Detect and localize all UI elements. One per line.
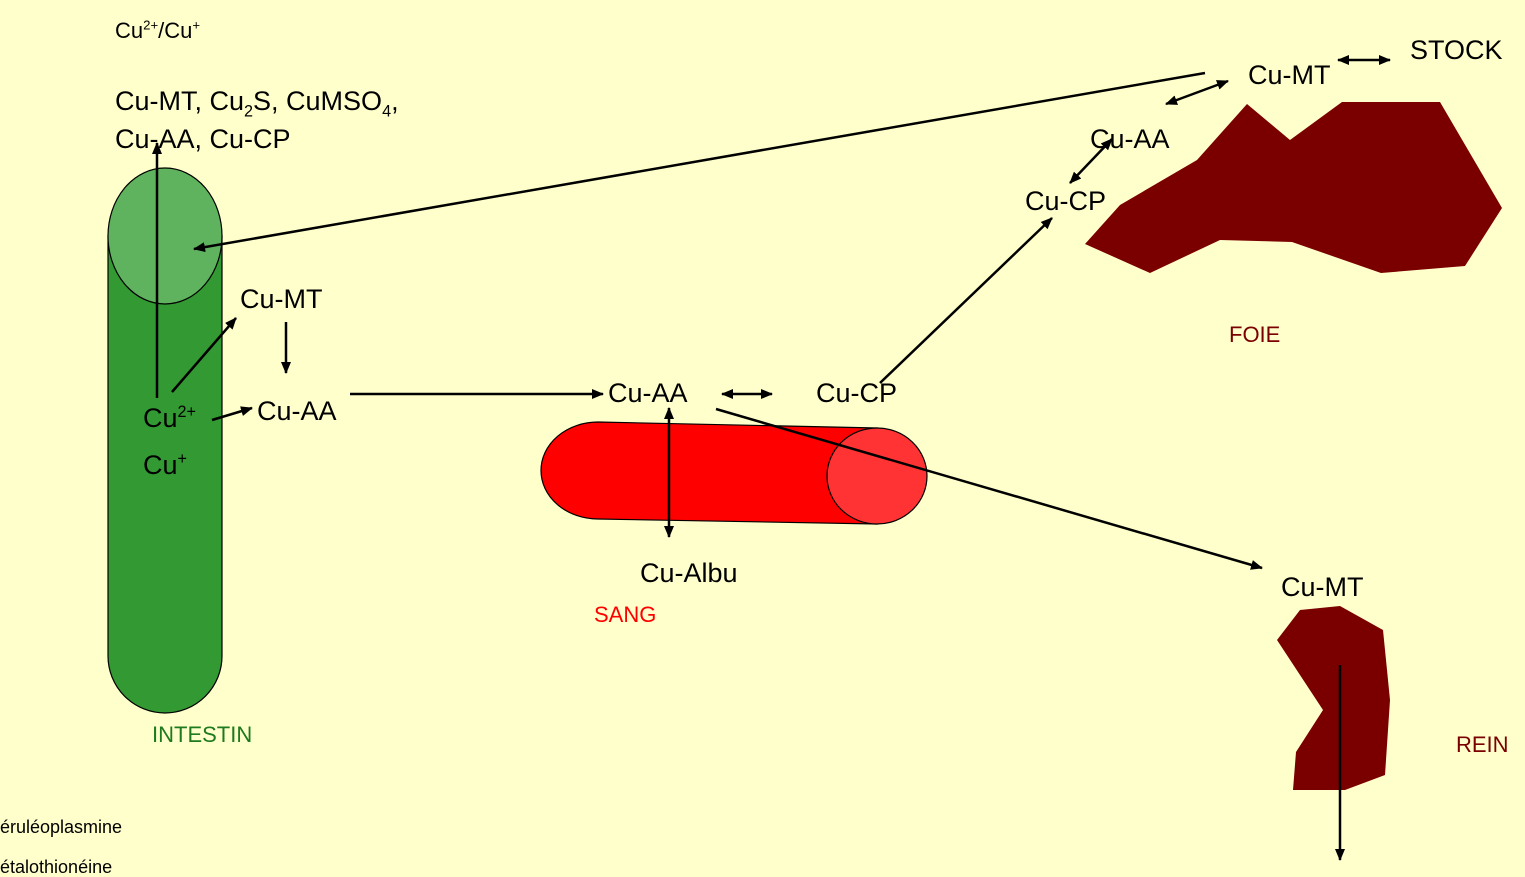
intestine-cu2-ion: Cu2+ bbox=[143, 403, 196, 433]
blood-label: SANG bbox=[594, 602, 657, 627]
intestine-label: INTESTIN bbox=[152, 722, 253, 747]
intestine-tube bbox=[107, 235, 223, 714]
blood-cu-cp: Cu-CP bbox=[816, 378, 898, 408]
footnote-metallothionein: étalothionéine bbox=[0, 857, 113, 877]
arrow-cp-to-liver bbox=[879, 217, 1053, 384]
dietary-copper-forms-line1: Cu-MT, Cu2S, CuMSO4, bbox=[115, 86, 399, 121]
arrow-blood-to-kidney bbox=[715, 407, 1263, 570]
kidney-label: REIN bbox=[1456, 732, 1509, 757]
blood-vessel bbox=[540, 421, 878, 525]
intestine-cap bbox=[107, 167, 223, 305]
flow-arrows bbox=[152, 55, 1391, 861]
arrow-liver-aa-cp bbox=[1069, 138, 1113, 184]
liver-label: FOIE bbox=[1229, 322, 1281, 347]
liver-shape bbox=[1085, 102, 1502, 273]
arrow-cu2-to-cuaa bbox=[211, 406, 253, 422]
footnote-ceruloplasmin: éruléoplasmine bbox=[0, 817, 123, 837]
arrow-liver-mt-aa bbox=[1165, 79, 1229, 106]
dietary-copper-forms-line2: Cu-AA, Cu-CP bbox=[115, 124, 291, 154]
blood-cu-albu: Cu-Albu bbox=[640, 558, 738, 588]
blood-cu-aa: Cu-AA bbox=[608, 378, 688, 408]
blood-vessel-cap bbox=[826, 427, 928, 525]
copper-ions-label: Cu2+/Cu+ bbox=[115, 17, 201, 43]
intestine-cu-aa: Cu-AA bbox=[257, 396, 337, 426]
kidney-cu-mt: Cu-MT bbox=[1281, 572, 1364, 602]
intestine-cu1-ion: Cu+ bbox=[143, 450, 187, 480]
liver-cu-mt: Cu-MT bbox=[1248, 60, 1331, 90]
liver-cu-cp: Cu-CP bbox=[1025, 186, 1107, 216]
intestine-cu-mt: Cu-MT bbox=[240, 284, 323, 314]
liver-cu-aa: Cu-AA bbox=[1090, 124, 1170, 154]
kidney-shape bbox=[1277, 606, 1390, 790]
arrow-liver-to-intestine bbox=[193, 71, 1206, 253]
liver-stock: STOCK bbox=[1410, 35, 1503, 65]
arrow-cu2-to-cumt bbox=[171, 317, 237, 393]
